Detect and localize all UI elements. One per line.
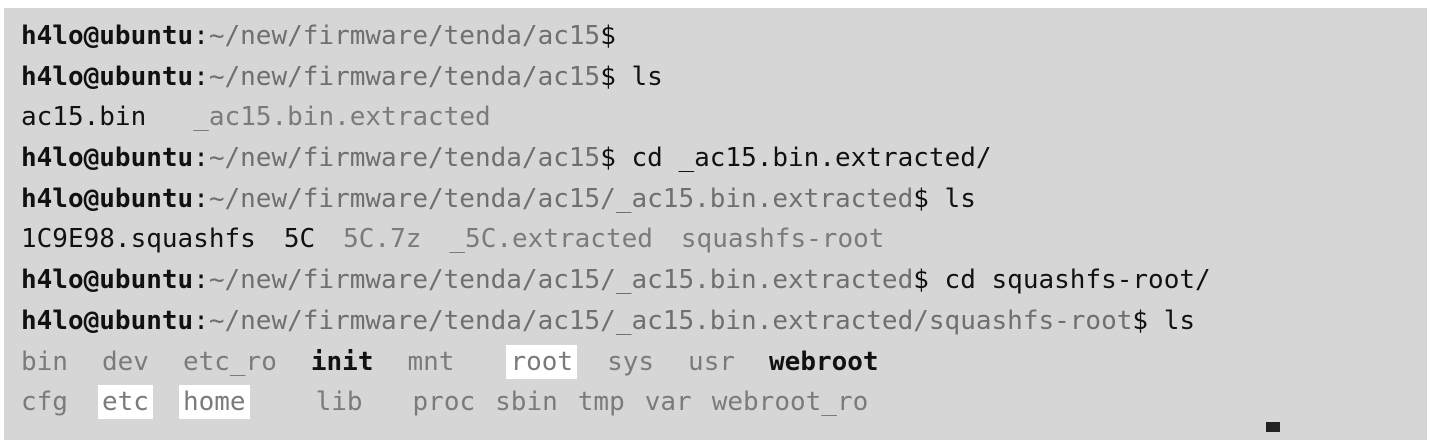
terminal-output-line: 1C9E98.squashfs 5C 5C.7z _5C.extracted squas… xyxy=(21,219,1427,260)
dir-entry: sbin xyxy=(495,387,558,418)
prompt-path: ~/new/firmware/tenda/ac15/_ac15.bin.extr… xyxy=(208,265,914,296)
dir-entry: proc xyxy=(412,387,476,418)
file-entry: 5C xyxy=(283,224,316,255)
dir-entry: dev xyxy=(101,346,149,377)
dir-entry: tmp xyxy=(577,387,625,418)
terminal-line: h4lo@ubuntu:~/new/firmware/tenda/ac15/_a… xyxy=(21,305,1196,336)
dir-entry: cfg xyxy=(21,387,68,418)
dir-entry: bin xyxy=(21,346,68,377)
prompt-path: ~/new/firmware/tenda/ac15/_ac15.bin.extr… xyxy=(208,305,1133,336)
dir-entry: etc xyxy=(97,385,153,420)
file-entry: 1C9E98.squashfs xyxy=(21,224,256,255)
prompt-user: h4lo@ubuntu xyxy=(21,61,194,92)
prompt-user: h4lo@ubuntu xyxy=(21,305,194,336)
prompt-path: ~/new/firmware/tenda/ac15 xyxy=(208,21,601,51)
command-text: ls xyxy=(1148,305,1196,336)
terminal-cursor xyxy=(1266,422,1280,432)
terminal-line: h4lo@ubuntu:~/new/firmware/tenda/ac15$ xyxy=(21,21,616,51)
terminal-window[interactable]: h4lo@ubuntu:~/new/firmware/tenda/ac15$ h… xyxy=(4,8,1427,440)
terminal-output-line: ac15.bin _ac15.bin.extracted xyxy=(21,97,1427,138)
dir-entry: _ac15.bin.extracted xyxy=(193,102,491,133)
file-entry: 5C.7z xyxy=(343,224,422,255)
terminal-line: h4lo@ubuntu:~/new/firmware/tenda/ac15$ c… xyxy=(21,143,992,174)
terminal-line: h4lo@ubuntu:~/new/firmware/tenda/ac15$ l… xyxy=(21,61,663,92)
dir-entry: webroot_ro xyxy=(711,387,869,418)
command-text: ls xyxy=(928,183,976,214)
prompt-user: h4lo@ubuntu xyxy=(21,21,194,51)
dir-entry: root xyxy=(506,344,578,379)
dir-entry: home xyxy=(178,385,250,420)
terminal-line: h4lo@ubuntu:~/new/firmware/tenda/ac15/_a… xyxy=(21,265,1211,296)
prompt-user: h4lo@ubuntu xyxy=(21,265,194,296)
prompt-path: ~/new/firmware/tenda/ac15 xyxy=(208,61,601,92)
dir-entry: sys xyxy=(607,346,655,377)
dir-entry: mnt xyxy=(407,346,455,377)
file-entry: ac15.bin xyxy=(21,102,147,133)
command-text: cd _ac15.bin.extracted/ xyxy=(615,143,992,174)
dir-entry: var xyxy=(644,387,692,418)
dir-entry: lib xyxy=(315,387,363,418)
prompt-user: h4lo@ubuntu xyxy=(21,183,194,214)
prompt-user: h4lo@ubuntu xyxy=(21,143,194,174)
file-entry: init xyxy=(310,346,374,377)
dir-entry: squashfs-root xyxy=(680,224,885,255)
dir-entry: _5C.extracted xyxy=(449,224,653,255)
command-text: cd squashfs-root/ xyxy=(928,265,1211,296)
terminal-line: h4lo@ubuntu:~/new/firmware/tenda/ac15/_a… xyxy=(21,183,976,214)
prompt-path: ~/new/firmware/tenda/ac15/_ac15.bin.extr… xyxy=(208,183,914,214)
dir-entry: etc_ro xyxy=(182,346,277,377)
prompt-path: ~/new/firmware/tenda/ac15 xyxy=(208,143,601,174)
dir-entry: usr xyxy=(688,346,736,377)
command-text: ls xyxy=(615,61,663,92)
file-entry: webroot xyxy=(769,346,879,377)
